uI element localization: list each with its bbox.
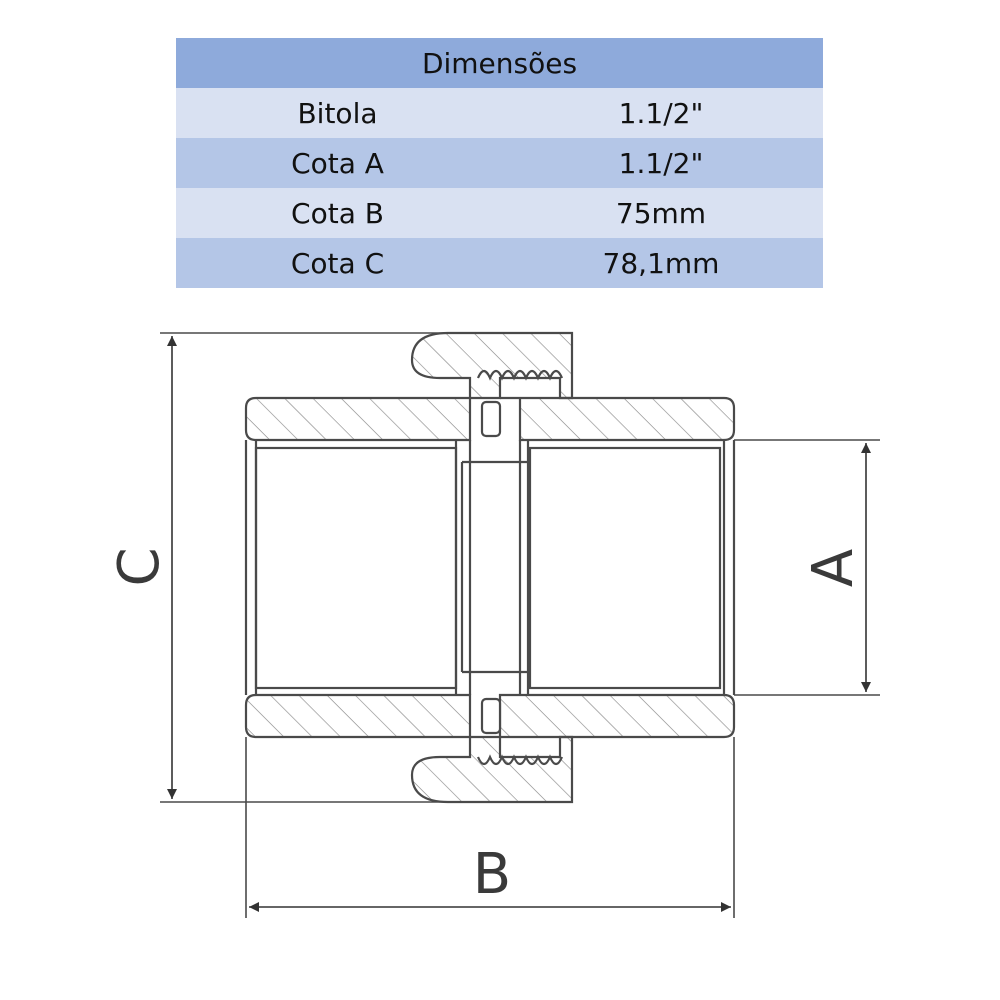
left-top-wall bbox=[244, 396, 472, 442]
dimension-b bbox=[245, 737, 735, 918]
table-header: Dimensões bbox=[176, 38, 823, 88]
table-row-cota-b: Cota B 75mm bbox=[176, 188, 823, 238]
row-value: 78,1mm bbox=[499, 238, 823, 288]
table-row-cota-a: Cota A 1.1/2" bbox=[176, 138, 823, 188]
left-bore bbox=[254, 446, 458, 690]
left-bottom-wall bbox=[244, 693, 472, 739]
table-header-row: Dimensões bbox=[176, 38, 823, 88]
right-bottom-wall bbox=[498, 693, 736, 739]
table-row-bitola: Bitola 1.1/2" bbox=[176, 88, 823, 138]
row-value: 1.1/2" bbox=[499, 138, 823, 188]
thread-top bbox=[476, 369, 564, 381]
dimensions-table: Dimensões Bitola 1.1/2" Cota A 1.1/2" Co… bbox=[176, 38, 823, 288]
dimension-c bbox=[160, 332, 450, 803]
row-value: 1.1/2" bbox=[499, 88, 823, 138]
label-b: B bbox=[473, 842, 511, 907]
right-bore bbox=[528, 446, 722, 690]
dimension-a bbox=[734, 439, 880, 696]
union-nut-top bbox=[410, 331, 574, 400]
row-label: Cota A bbox=[176, 138, 499, 188]
label-c: C bbox=[107, 547, 172, 586]
right-top-wall bbox=[500, 396, 736, 442]
row-label: Cota B bbox=[176, 188, 499, 238]
union-nut-bottom bbox=[410, 735, 574, 804]
row-label: Cota C bbox=[176, 238, 499, 288]
row-value: 75mm bbox=[499, 188, 823, 238]
oring-top bbox=[480, 400, 502, 438]
table-row-cota-c: Cota C 78,1mm bbox=[176, 238, 823, 288]
label-a: A bbox=[801, 549, 866, 587]
row-label: Bitola bbox=[176, 88, 499, 138]
thread-bottom bbox=[476, 754, 564, 766]
oring-bottom bbox=[480, 697, 502, 735]
fitting-body bbox=[244, 331, 736, 804]
